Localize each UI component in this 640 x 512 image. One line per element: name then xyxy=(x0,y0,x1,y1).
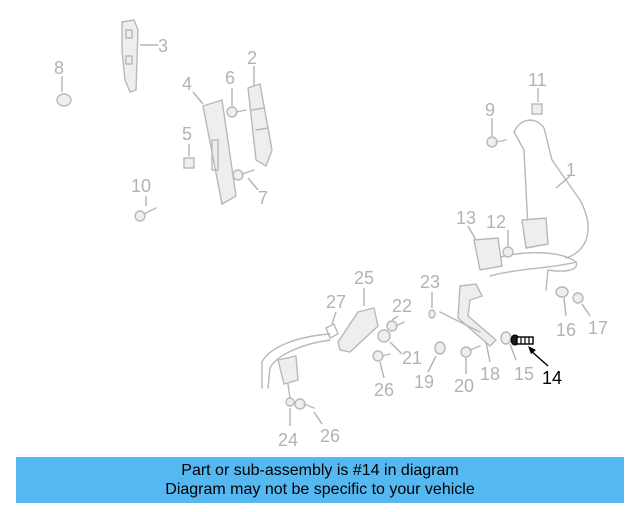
callout-labels: 1 2 3 4 5 6 7 8 9 10 11 12 13 14 15 16 1… xyxy=(54,36,608,450)
callout-8: 8 xyxy=(54,58,64,78)
part-17-nut xyxy=(572,292,591,317)
part-23-clip xyxy=(428,292,436,319)
caption-banner: Part or sub-assembly is #14 in diagram D… xyxy=(16,457,624,503)
callout-20: 20 xyxy=(454,376,474,396)
callout-11: 11 xyxy=(528,70,547,90)
callout-17: 17 xyxy=(588,318,608,338)
callout-4: 4 xyxy=(182,74,192,94)
callout-10: 10 xyxy=(131,176,151,196)
part-26-bolt-b xyxy=(294,398,323,425)
part-14-bolt xyxy=(510,334,549,367)
callout-14: 14 xyxy=(542,368,562,388)
part-15-collar xyxy=(500,331,517,361)
part-24-lap-belt xyxy=(261,333,331,426)
callout-3: 3 xyxy=(158,36,168,56)
part-2-frame xyxy=(247,66,273,168)
part-1-belt xyxy=(489,119,589,291)
part-25-buckle xyxy=(337,288,379,353)
parts-diagram: 1 2 3 4 5 6 7 8 9 10 11 12 13 14 15 16 1… xyxy=(54,19,608,450)
callout-12: 12 xyxy=(486,212,506,232)
callout-22: 22 xyxy=(392,296,412,316)
part-21-nut xyxy=(377,329,403,355)
part-9-bolt xyxy=(486,118,507,148)
part-22-screw xyxy=(386,315,405,332)
part-4-cover xyxy=(192,91,237,206)
callout-9: 9 xyxy=(485,100,495,120)
part-18-bracket xyxy=(439,283,498,363)
callout-1: 1 xyxy=(566,160,576,180)
caption-line-1: Part or sub-assembly is #14 in diagram xyxy=(181,462,459,479)
callout-24: 24 xyxy=(278,430,298,450)
callout-15: 15 xyxy=(514,364,534,384)
part-3-bracket xyxy=(121,19,158,93)
callout-25: 25 xyxy=(354,268,374,288)
callout-13: 13 xyxy=(456,208,476,228)
part-20-bolt xyxy=(460,345,481,374)
part-5-nut xyxy=(183,144,195,169)
caption-line-2: Diagram may not be specific to your vehi… xyxy=(165,481,475,498)
callout-26b: 26 xyxy=(320,426,340,446)
callout-27: 27 xyxy=(326,292,346,312)
callout-23: 23 xyxy=(420,272,440,292)
part-12-bolt xyxy=(502,230,514,258)
part-8-nut xyxy=(56,76,72,107)
callout-18: 18 xyxy=(480,364,500,384)
callout-6: 6 xyxy=(225,68,235,88)
part-11-nut xyxy=(531,88,543,115)
part-16-spacer xyxy=(555,286,569,317)
callout-19: 19 xyxy=(414,372,434,392)
callout-2: 2 xyxy=(247,48,257,68)
callout-7: 7 xyxy=(258,188,268,208)
callout-26a: 26 xyxy=(374,380,394,400)
part-19-washer xyxy=(427,341,446,373)
part-7-bolt xyxy=(232,169,259,191)
callout-5: 5 xyxy=(182,124,192,144)
part-26-bolt-a xyxy=(372,350,391,379)
part-13-plate xyxy=(467,225,503,271)
part-6-bolt xyxy=(226,88,247,118)
callout-16: 16 xyxy=(556,320,576,340)
part-10-bolt xyxy=(134,196,157,222)
callout-21: 21 xyxy=(402,348,422,368)
